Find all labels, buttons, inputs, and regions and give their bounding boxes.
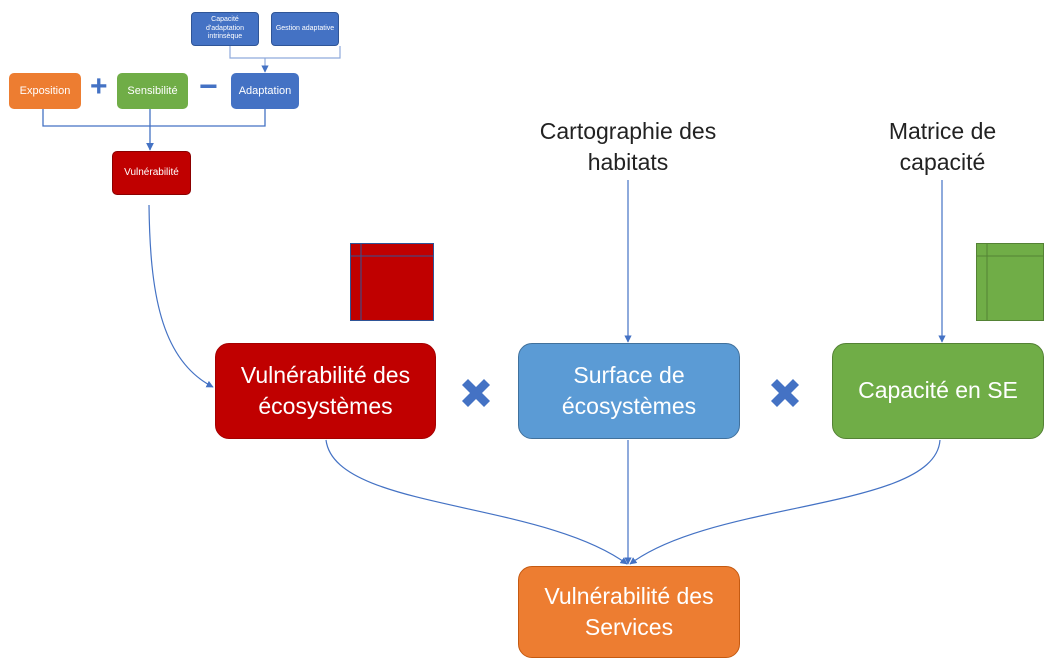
- capacite-intrinseque-label: Capacité d'adaptation intrinsèque: [206, 16, 244, 41]
- surface-ecosystemes-box: Surface de écosystèmes: [518, 343, 740, 439]
- vulnerabilite-small-box: Vulnérabilité: [112, 151, 191, 195]
- sensibilite-label: Sensibilité: [127, 84, 178, 97]
- adaptation-box: Adaptation: [231, 73, 299, 109]
- capacite-se-box: Capacité en SE: [832, 343, 1044, 439]
- gestion-adaptative-box: Gestion adaptative: [271, 12, 339, 46]
- vulnerabilite-ecosystemes-box: Vulnérabilité des écosystèmes: [215, 343, 436, 439]
- exposition-label: Exposition: [19, 84, 71, 97]
- connector-ecosystems-to-services: [325, 439, 628, 565]
- vulnerabilite-services-box: Vulnérabilité des Services: [518, 566, 740, 658]
- vulnerabilite-services-label: Vulnérabilité des Services: [544, 582, 714, 640]
- vulnerabilite-ecosystemes-label: Vulnérabilité des écosystèmes: [240, 361, 411, 419]
- red-table-icon: [350, 243, 434, 321]
- surface-ecosystemes-label: Surface de écosystèmes: [561, 361, 697, 419]
- sensibilite-box: Sensibilité: [117, 73, 188, 109]
- multiply-icon: [771, 379, 799, 407]
- connector-adaptation-inputs: [229, 46, 341, 72]
- exposition-box: Exposition: [9, 73, 81, 109]
- matrice-label: Matrice de capacité: [888, 118, 997, 175]
- connector-vuln-to-ecosystems: [148, 204, 214, 388]
- connector-capacite-to-services: [629, 439, 941, 565]
- capacite-se-label: Capacité en SE: [858, 377, 1018, 404]
- multiply-icon: [462, 379, 490, 407]
- cartographie-label: Cartographie des habitats: [539, 118, 717, 175]
- plus-icon: +: [90, 70, 108, 103]
- vulnerabilite-small-label: Vulnérabilité: [124, 167, 179, 179]
- gestion-adaptative-label: Gestion adaptative: [275, 24, 335, 32]
- minus-icon: −: [199, 68, 218, 104]
- capacite-intrinseque-box: Capacité d'adaptation intrinsèque: [191, 12, 259, 46]
- green-table-icon: [976, 243, 1044, 321]
- connector-to-vulnerabilite: [42, 109, 266, 150]
- adaptation-label: Adaptation: [238, 84, 292, 97]
